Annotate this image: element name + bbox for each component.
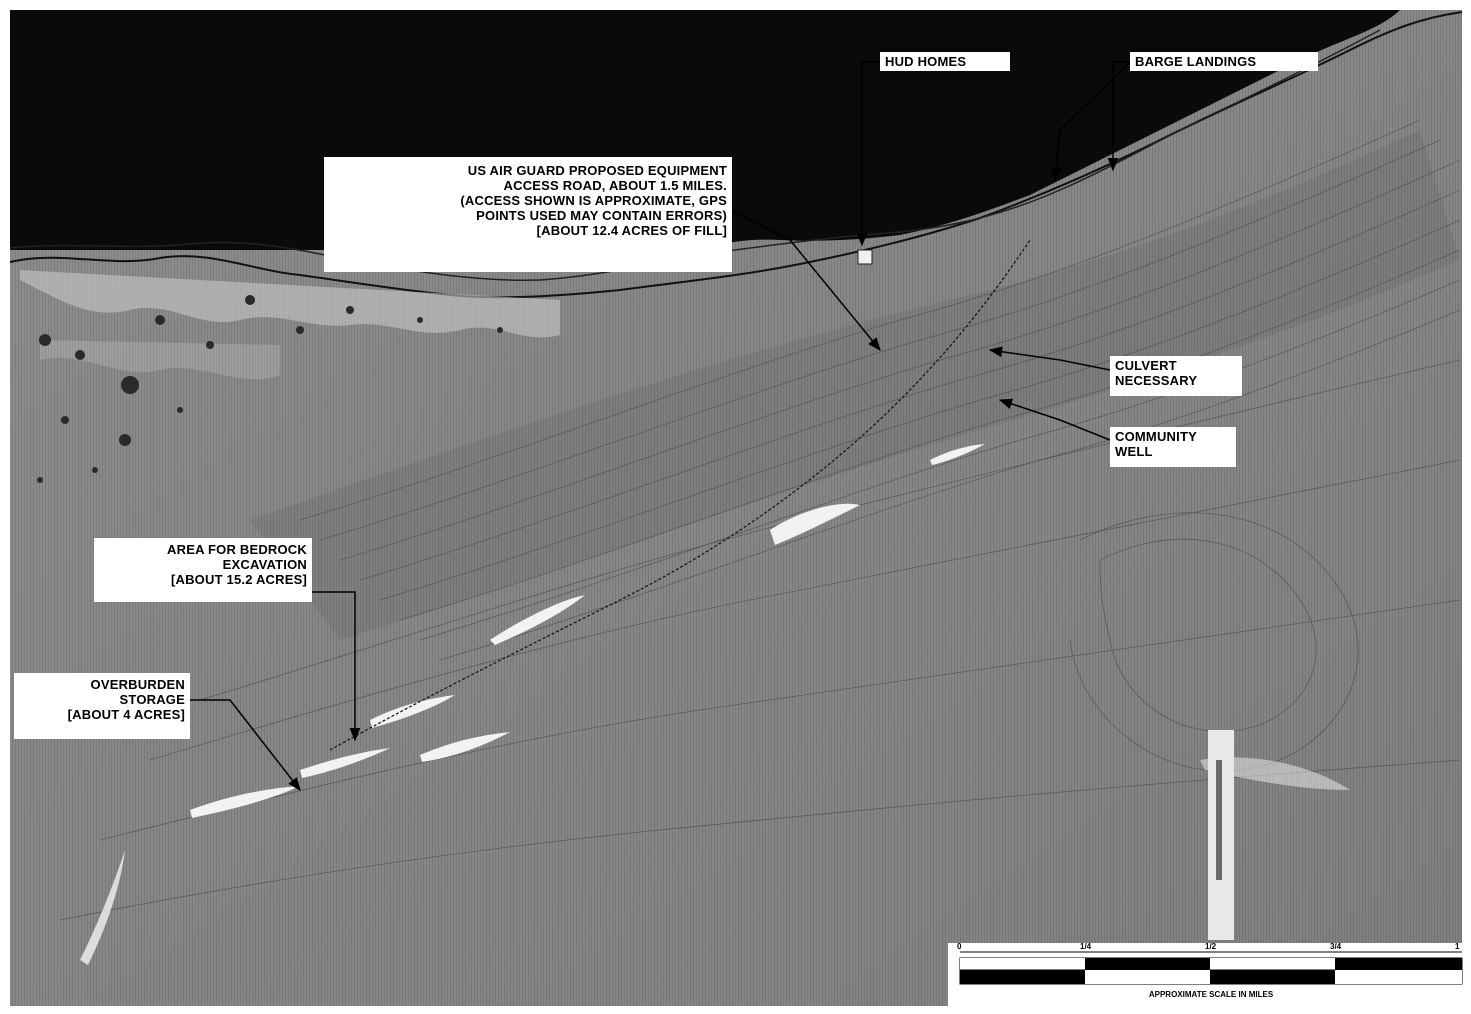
hud-homes-marker [857,249,873,265]
bedrock-excavation-label: AREA FOR BEDROCK EXCAVATION [ABOUT 15.2 … [94,538,312,602]
access-road [329,239,1031,751]
tundra-texture [20,270,560,380]
scale-tick-quarter: 1/4 [1080,942,1092,951]
hud-homes-label: HUD HOMES [880,52,1010,71]
scale-tick-0: 0 [957,942,962,951]
leader-lines [190,61,1131,792]
scale-tick-three-quarter: 3/4 [1330,942,1342,951]
scale-tick-half: 1/2 [1205,942,1217,951]
gravel-patches [80,444,1350,965]
slope-zone [250,130,1460,640]
tundra-dark-spots [37,295,503,483]
scale-caption: APPROXIMATE SCALE IN MILES [1148,990,1274,999]
overburden-storage-label: OVERBURDEN STORAGE [ABOUT 4 ACRES] [14,673,190,739]
scale-tick-1: 1 [1455,942,1460,951]
scale-bar [948,943,1463,1006]
culvert-label: CULVERT NECESSARY [1110,356,1242,396]
community-well-label: COMMUNITY WELL [1110,427,1236,467]
access-road-label: US AIR GUARD PROPOSED EQUIPMENT ACCESS R… [324,157,732,272]
barge-landings-label: BARGE LANDINGS [1130,52,1318,71]
